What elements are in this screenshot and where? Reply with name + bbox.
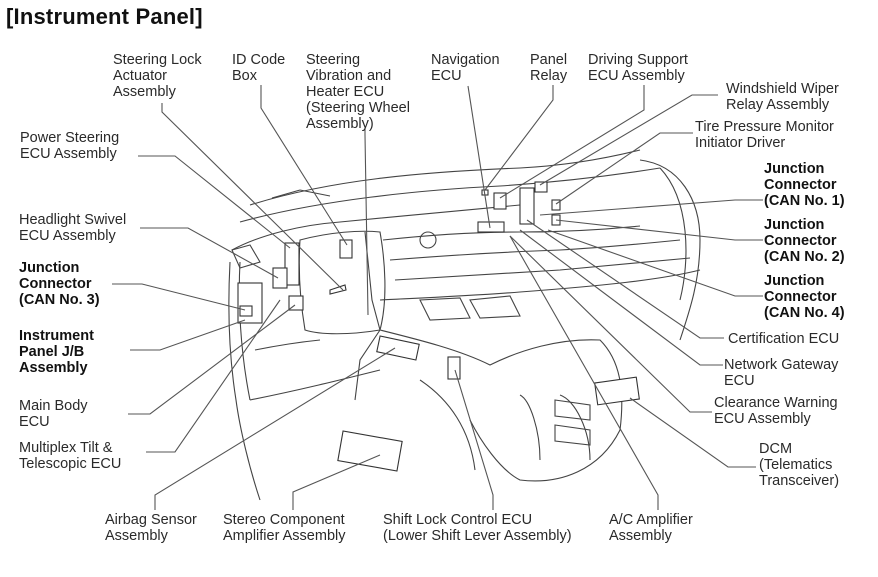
label-instrument-panel-jb: Instrument Panel J/B Assembly <box>19 328 94 376</box>
label-power-steering-ecu: Power Steering ECU Assembly <box>20 130 120 162</box>
label-airbag-sensor: Airbag Sensor Assembly <box>105 512 197 544</box>
label-dcm-telematics: DCM (Telematics Transceiver) <box>759 441 840 489</box>
junction-connector-can3-part <box>239 305 253 317</box>
label-stereo-component-amplifier: Stereo Component Amplifier Assembly <box>223 512 346 544</box>
diagram-title: [Instrument Panel] <box>6 4 203 29</box>
headlight-swivel-ecu-part <box>272 267 288 289</box>
airbag-sensor-part <box>376 335 420 361</box>
label-ac-amplifier: A/C Amplifier Assembly <box>609 512 693 544</box>
label-navigation-ecu: Navigation ECU <box>431 52 500 84</box>
label-clearance-warning-ecu: Clearance Warning ECU Assembly <box>714 395 838 427</box>
label-multiplex-tilt-ecu: Multiplex Tilt & Telescopic ECU <box>19 440 122 472</box>
label-main-body-ecu: Main Body ECU <box>19 398 88 430</box>
dcm-part <box>594 376 640 406</box>
windshield-wiper-relay-part <box>534 181 548 193</box>
label-headlight-swivel-ecu: Headlight Swivel ECU Assembly <box>19 212 127 244</box>
components <box>237 181 640 472</box>
label-driving-support-ecu: Driving Support ECU Assembly <box>588 52 688 84</box>
label-panel-relay: Panel Relay <box>530 52 568 84</box>
label-steering-lock-actuator: Steering Lock Actuator Assembly <box>113 52 202 100</box>
label-junction-connector-can4: Junction Connector (CAN No. 4) <box>764 273 845 321</box>
navigation-ecu-part <box>477 221 505 233</box>
steering-lock-part <box>329 284 347 295</box>
id-code-box-part <box>339 239 353 259</box>
label-steering-vibration-heater-ecu: Steering Vibration and Heater ECU (Steer… <box>306 52 410 132</box>
label-id-code-box: ID Code Box <box>232 52 286 84</box>
label-network-gateway-ecu: Network Gateway ECU <box>724 357 839 389</box>
dashboard-outline <box>228 149 701 501</box>
instrument-panel-jb-part <box>237 282 263 324</box>
certification-ecu-part <box>519 187 535 225</box>
tire-pressure-part <box>551 199 561 211</box>
label-junction-connector-can2: Junction Connector (CAN No. 2) <box>764 217 845 265</box>
label-windshield-wiper-relay: Windshield Wiper Relay Assembly <box>726 81 839 113</box>
label-junction-connector-can3: Junction Connector (CAN No. 3) <box>19 260 100 308</box>
shift-lock-ecu-part <box>447 356 461 380</box>
label-junction-connector-can1: Junction Connector (CAN No. 1) <box>764 161 845 209</box>
label-tire-pressure-monitor: Tire Pressure Monitor Initiator Driver <box>695 119 834 151</box>
power-steering-ecu-part <box>284 242 300 286</box>
leader-lines <box>112 85 763 510</box>
driving-support-ecu-part <box>493 192 507 210</box>
label-shift-lock-control-ecu: Shift Lock Control ECU (Lower Shift Leve… <box>383 512 572 544</box>
stereo-amplifier-part <box>337 430 403 472</box>
label-certification-ecu: Certification ECU <box>728 331 840 347</box>
